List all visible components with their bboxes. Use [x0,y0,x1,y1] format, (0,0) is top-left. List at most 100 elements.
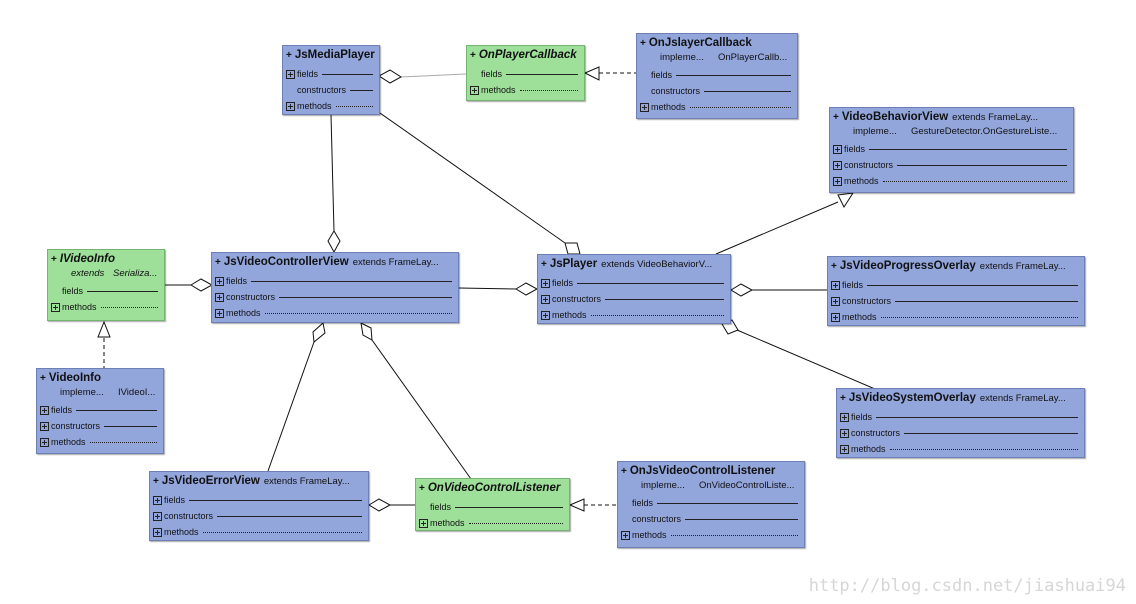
class-jsmediaplayer[interactable]: +JsMediaPlayer fields constructors metho… [282,45,380,115]
fields-row[interactable]: fields [637,67,797,83]
class-name: JsMediaPlayer [294,49,375,61]
constructors-row[interactable]: constructors [830,157,1073,173]
expand-icon[interactable] [640,102,649,112]
expand-icon[interactable] [153,527,162,537]
constructors-row[interactable]: constructors [828,293,1084,309]
expand-icon[interactable] [40,437,49,447]
methods-row[interactable]: methods [416,515,569,531]
interface-onvideocontrollistener[interactable]: +OnVideoControlListener fields methods [415,478,570,531]
fields-row[interactable]: fields [48,283,164,299]
expand-icon[interactable] [833,144,842,154]
methods-row[interactable]: methods [830,173,1073,189]
class-videoinfo[interactable]: +VideoInfo impleme...IVideoI... fields c… [36,368,164,454]
expand-icon[interactable] [286,101,295,111]
interface-onplayercallback[interactable]: +OnPlayerCallback fields methods [466,45,585,101]
methods-row[interactable]: methods [37,434,163,450]
methods-row[interactable]: methods [837,441,1084,457]
constructors-row[interactable]: constructors [283,82,379,98]
fields-row[interactable]: fields [467,66,584,82]
constructors-row[interactable]: constructors [150,508,368,524]
class-name: JsVideoControllerView [223,256,349,268]
class-name: JsVideoErrorView [161,475,260,487]
methods-label: methods [632,530,667,540]
methods-row[interactable]: methods [150,524,368,540]
edge-listener-controllerview [371,339,472,480]
class-onjslayercallback[interactable]: +OnJslayerCallback impleme...OnPlayerCal… [636,33,798,119]
class-visibility: + [51,254,57,265]
methods-label: methods [552,310,587,320]
expand-icon[interactable] [840,428,849,438]
expand-icon[interactable] [286,69,295,79]
fields-row[interactable]: fields [283,66,379,82]
fields-row[interactable]: fields [538,275,730,291]
constructors-row[interactable]: constructors [618,511,804,527]
methods-row[interactable]: methods [48,299,164,315]
expand-icon[interactable] [419,518,428,528]
class-name: VideoBehaviorView [841,111,949,123]
fields-row[interactable]: fields [837,409,1084,425]
class-name: OnVideoControlListener [427,482,561,494]
fields-row[interactable]: fields [37,402,163,418]
constructors-row[interactable]: constructors [837,425,1084,441]
fields-row[interactable]: fields [150,492,368,508]
expand-icon[interactable] [153,511,162,521]
fields-row[interactable]: fields [618,495,804,511]
constructors-label: constructors [632,514,682,524]
expand-icon[interactable] [840,444,849,454]
methods-label: methods [851,444,886,454]
fields-label: fields [62,286,84,296]
methods-row[interactable]: methods [283,98,379,114]
constructors-row[interactable]: constructors [37,418,163,434]
fields-label: fields [844,144,866,154]
expand-icon[interactable] [40,421,49,431]
methods-label: methods [62,302,97,312]
methods-row[interactable]: methods [212,305,458,321]
class-visibility: + [153,476,159,487]
constructors-label: constructors [651,86,701,96]
expand-icon[interactable] [541,294,550,304]
expand-icon[interactable] [51,302,60,312]
methods-row[interactable]: methods [538,307,730,323]
methods-label: methods [651,102,686,112]
constructors-row[interactable]: constructors [212,289,458,305]
constructors-row[interactable]: constructors [538,291,730,307]
constructors-row[interactable]: constructors [637,83,797,99]
expand-icon[interactable] [831,312,840,322]
fields-row[interactable]: fields [212,273,458,289]
class-visibility: + [833,112,839,123]
expand-icon[interactable] [40,405,49,415]
expand-icon[interactable] [541,310,550,320]
expand-icon[interactable] [215,276,224,286]
expand-icon[interactable] [833,176,842,186]
arrow-onvideocontrollistener [568,498,585,512]
fields-row[interactable]: fields [828,277,1084,293]
methods-row[interactable]: methods [828,309,1084,325]
expand-icon[interactable] [831,296,840,306]
watermark: http://blog.csdn.net/jiashuai94 [808,576,1126,596]
expand-icon[interactable] [833,160,842,170]
extends-label: extends FrameLay... [979,261,1066,272]
fields-row[interactable]: fields [416,499,569,515]
class-visibility: + [640,38,646,49]
methods-row[interactable]: methods [618,527,804,543]
expand-icon[interactable] [541,278,550,288]
methods-row[interactable]: methods [637,99,797,115]
expand-icon[interactable] [621,530,630,540]
expand-icon[interactable] [831,280,840,290]
expand-icon[interactable] [153,495,162,505]
expand-icon[interactable] [840,412,849,422]
methods-row[interactable]: methods [467,82,584,98]
class-onjsvideocontrollistener[interactable]: +OnJsVideoControlListener impleme...OnVi… [617,461,805,548]
expand-icon[interactable] [215,292,224,302]
expand-icon[interactable] [215,308,224,318]
fields-label: fields [851,412,873,422]
expand-icon[interactable] [470,85,479,95]
fields-row[interactable]: fields [830,141,1073,157]
